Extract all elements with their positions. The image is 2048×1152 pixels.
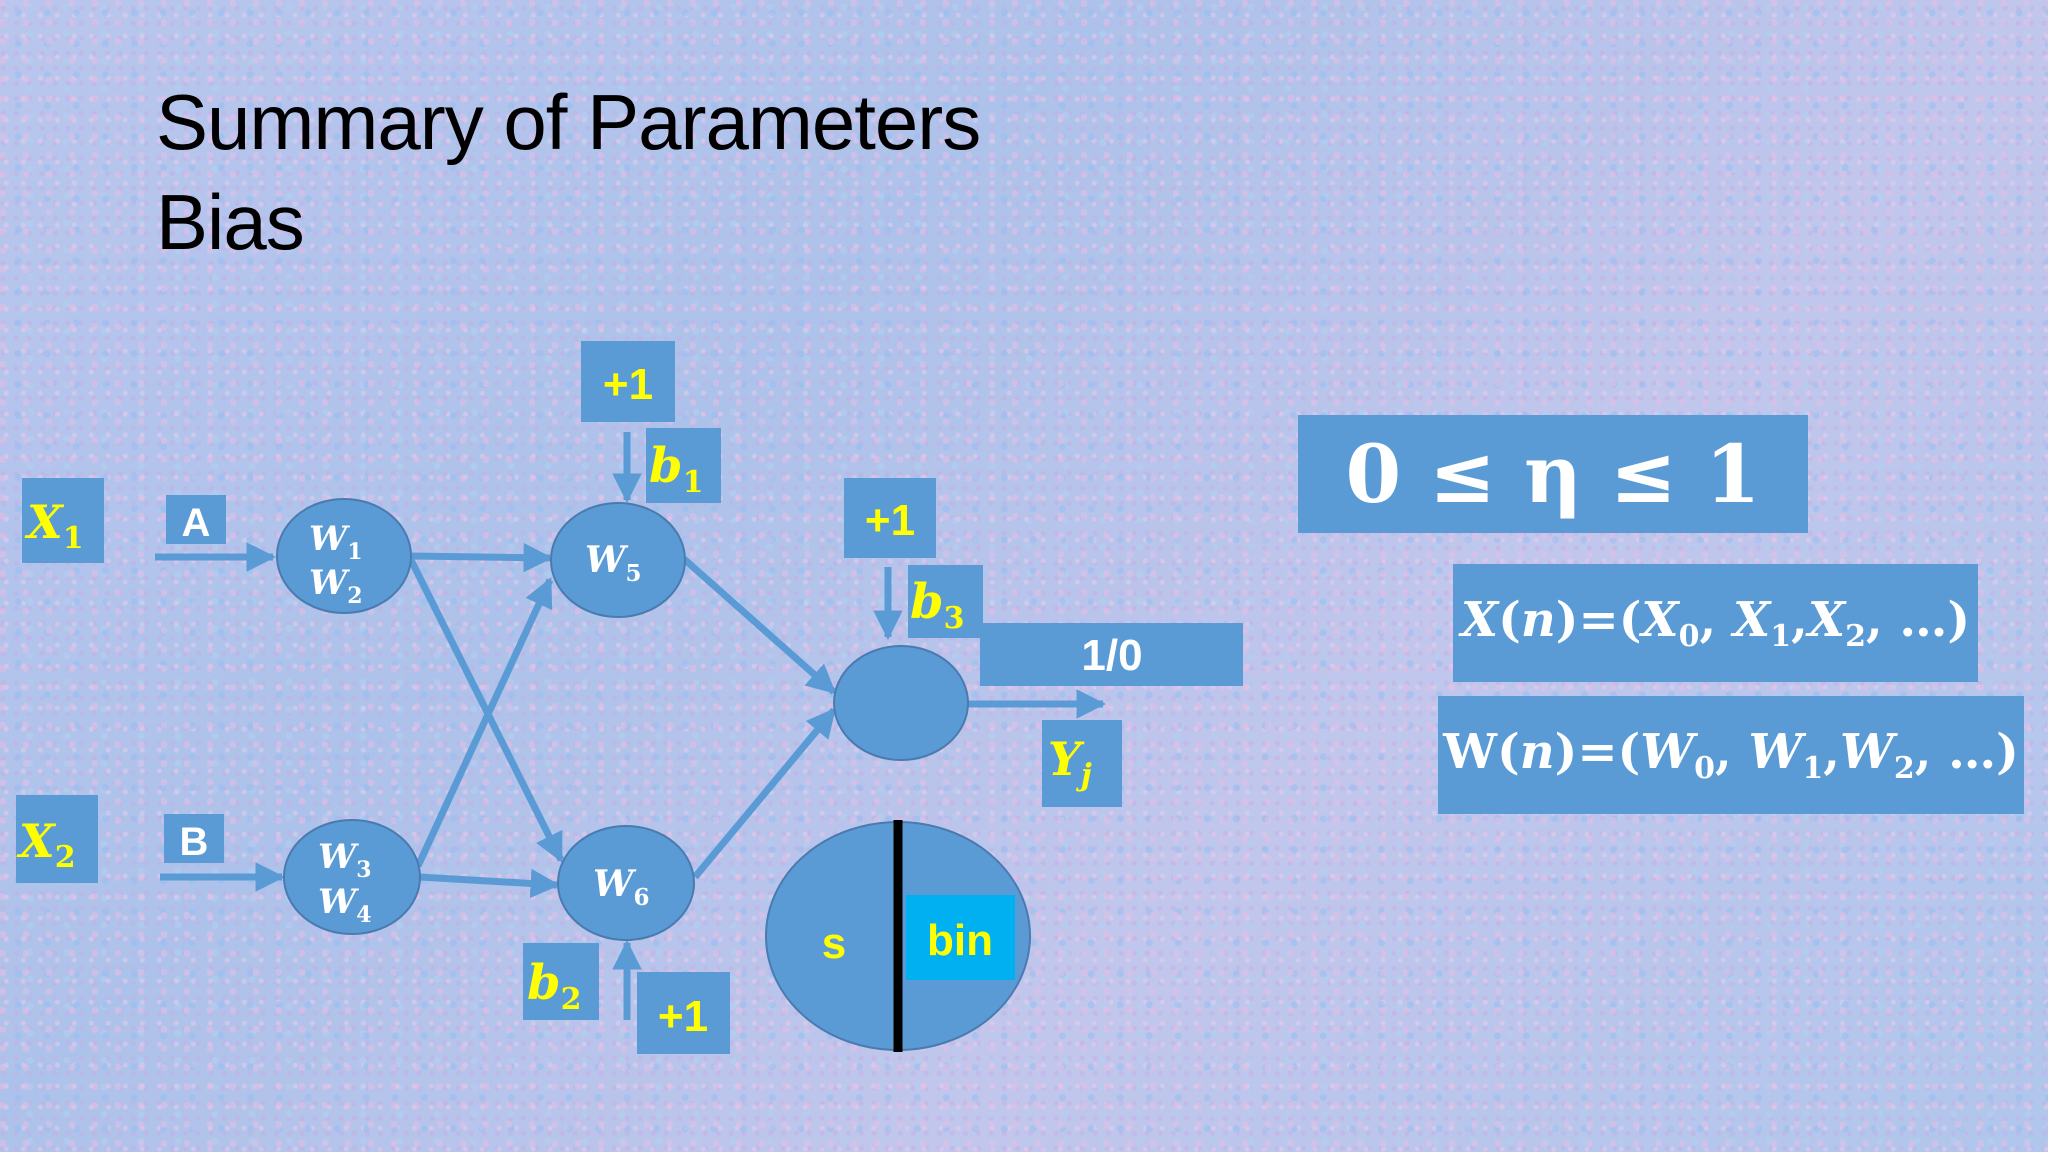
node5-label: W5 xyxy=(585,539,641,587)
plus-one-bottom: +1 xyxy=(658,992,708,1041)
node-w6 xyxy=(557,825,695,941)
b1-label: b1 xyxy=(649,438,703,500)
output-node xyxy=(833,645,969,761)
x-vector-box: X(n)=(X0, X1,X2, …) xyxy=(1453,564,1978,682)
output-value-box xyxy=(980,623,1243,686)
node-w1-w2 xyxy=(276,498,412,614)
node-w3-w4 xyxy=(283,819,421,935)
x1-label: X1 xyxy=(24,495,84,556)
plus-one-box-mid xyxy=(844,478,936,558)
yj-box xyxy=(1042,720,1122,807)
node6-label: W6 xyxy=(593,863,649,911)
edge-node1-to-node6 xyxy=(407,558,565,863)
split-left-label: s xyxy=(822,919,846,968)
x-vector-text: X(n)=(X0, X1,X2, …) xyxy=(1460,592,1971,654)
plus-one-mid: +1 xyxy=(865,496,915,545)
edge-node2-to-node6 xyxy=(419,868,560,899)
x1-input-box xyxy=(22,478,104,563)
w-vector-text: W(n)=(W0, W1,W2, …) xyxy=(1443,724,2019,786)
x2-input-box xyxy=(16,795,98,883)
slide-title: Summary of Parameters Bias xyxy=(156,72,981,272)
plus-one-top: +1 xyxy=(603,360,653,409)
b3-box xyxy=(908,565,983,638)
b3-label: b3 xyxy=(910,574,964,636)
eta-range-box: 0 ≤ η ≤ 1 xyxy=(1298,415,1808,533)
edge-node6-to-output xyxy=(692,707,837,880)
node-w5 xyxy=(550,502,686,618)
output-value: 1/0 xyxy=(1081,631,1142,680)
plus-one-box-bottom xyxy=(637,972,730,1054)
w-vector-box: W(n)=(W0, W1,W2, …) xyxy=(1438,696,2024,814)
plus-one-box-top xyxy=(581,341,675,422)
b1-box xyxy=(646,428,721,503)
node1-label-top: W1 xyxy=(309,519,363,565)
edge-node2-to-node5 xyxy=(414,577,554,868)
node1-label-bottom: W2 xyxy=(309,563,363,609)
edge-node1-to-node5 xyxy=(410,542,553,573)
x2-label: X2 xyxy=(16,814,76,875)
title-line-1: Summary of Parameters xyxy=(156,78,981,166)
a-label-box xyxy=(166,495,226,544)
a-label: A xyxy=(182,501,211,545)
node2-label-top: W3 xyxy=(318,837,372,883)
title-line-2: Bias xyxy=(156,178,305,266)
eta-range-text: 0 ≤ η ≤ 1 xyxy=(1345,427,1761,521)
edge-node5-to-output xyxy=(681,556,837,695)
bin-box xyxy=(906,895,1015,980)
yj-label: Yj xyxy=(1048,732,1092,793)
b-label: B xyxy=(180,820,209,864)
node2-label-bottom: W4 xyxy=(318,882,372,928)
b2-label: b2 xyxy=(527,955,581,1017)
split-right-label: bin xyxy=(927,916,993,965)
b2-box xyxy=(523,943,599,1020)
b-label-box xyxy=(164,814,224,863)
